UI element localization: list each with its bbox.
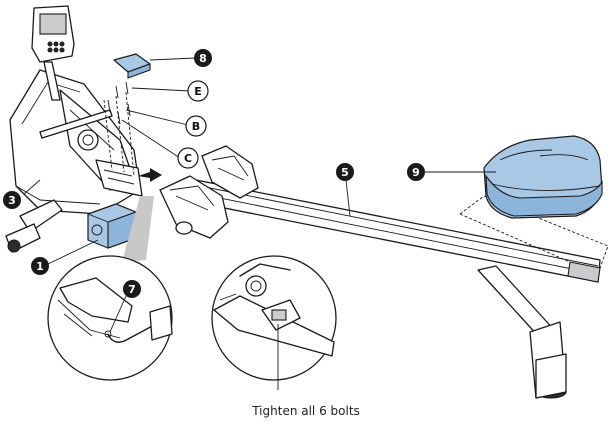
insert-arrow	[138, 168, 162, 182]
callout-E: E	[187, 80, 209, 102]
callout-B: B	[185, 115, 207, 137]
callout-1: 1	[31, 257, 49, 275]
callout-C: C	[177, 147, 199, 169]
svg-text:8: 8	[199, 52, 207, 65]
zoom-detail-right	[211, 255, 337, 390]
handle-bar	[39, 109, 113, 151]
zoom-connector	[122, 196, 154, 262]
callout-7: 7	[123, 280, 141, 298]
svg-text:5: 5	[341, 166, 349, 179]
bolt-guides	[103, 81, 135, 177]
callout-3: 3	[3, 191, 21, 209]
zoom-detail-left	[47, 255, 173, 381]
front-stabilizer	[5, 199, 63, 253]
main-rail	[193, 179, 601, 283]
svg-text:3: 3	[8, 194, 16, 207]
footrest-left	[159, 175, 229, 239]
rear-support-leg	[477, 265, 567, 399]
svg-text:E: E	[194, 85, 202, 98]
console	[31, 5, 75, 101]
callout-5: 5	[336, 163, 354, 181]
seat-placement-outline	[459, 195, 609, 269]
box-part	[87, 203, 137, 249]
footrest-right	[201, 145, 259, 199]
svg-text:7: 7	[128, 283, 136, 296]
svg-text:B: B	[192, 120, 200, 133]
instruction-caption: Tighten all 6 bolts	[252, 404, 360, 418]
svg-text:9: 9	[412, 166, 420, 179]
seat	[483, 135, 603, 219]
callout-9: 9	[407, 163, 425, 181]
bracket-plate	[113, 53, 151, 79]
callout-8: 8	[194, 49, 212, 67]
leader-lines	[23, 57, 496, 333]
svg-text:1: 1	[36, 260, 44, 273]
svg-text:C: C	[184, 152, 192, 165]
